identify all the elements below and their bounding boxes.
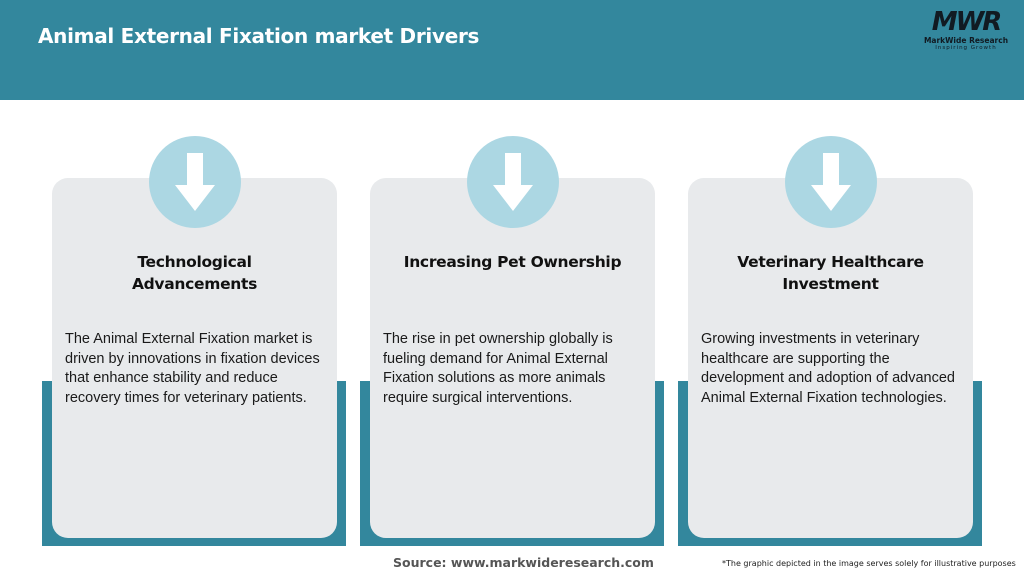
driver-card-technological-advancements: Technological Advancements The Animal Ex…	[42, 136, 346, 546]
card-description: Growing investments in veterinary health…	[701, 331, 955, 406]
markwide-logo: MWR MarkWide Research Inspiring Growth	[918, 8, 1014, 58]
logo-name: MarkWide Research	[923, 36, 1009, 45]
arrow-down-icon	[148, 136, 241, 228]
logo-tagline: Inspiring Growth	[935, 45, 997, 51]
arrow-down-icon	[784, 136, 877, 228]
driver-card-increasing-pet-ownership: Increasing Pet Ownership The rise in pet…	[360, 136, 664, 546]
card-description: The Animal External Fixation market is d…	[65, 331, 320, 406]
arrow-down-icon	[466, 136, 559, 228]
card-panel: Increasing Pet Ownership The rise in pet…	[370, 136, 655, 538]
logo-mark: MWR	[931, 7, 1003, 37]
card-panel: Veterinary Healthcare Investment Growing…	[688, 136, 973, 538]
card-title: Veterinary Healthcare Investment	[737, 253, 924, 293]
card-title: Technological Advancements	[131, 253, 258, 293]
disclaimer-note: *The graphic depicted in the image serve…	[722, 559, 1016, 568]
source-credit: Source: www.markwideresearch.com	[393, 555, 654, 570]
header-banner: Animal External Fixation market Drivers …	[0, 0, 1024, 100]
page-title: Animal External Fixation market Drivers	[38, 24, 480, 48]
card-title: Increasing Pet Ownership	[403, 253, 622, 271]
card-panel: Technological Advancements The Animal Ex…	[52, 136, 337, 538]
driver-card-veterinary-healthcare-investment: Veterinary Healthcare Investment Growing…	[678, 136, 982, 546]
card-description: The rise in pet ownership globally is fu…	[383, 331, 613, 406]
